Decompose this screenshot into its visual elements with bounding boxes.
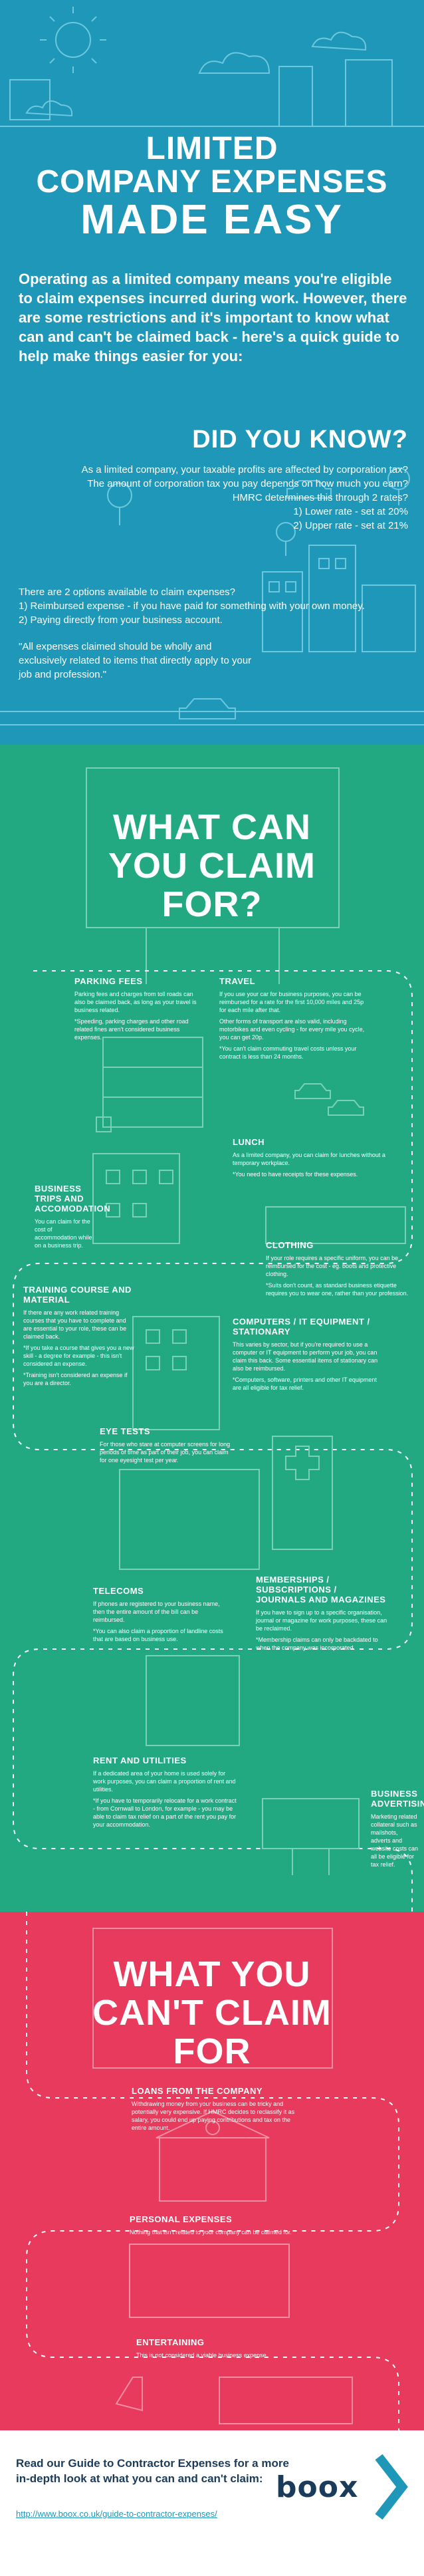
item-note: *You can also claim a proportion of land… <box>93 1628 223 1642</box>
item-title: LUNCH <box>233 1137 265 1147</box>
city-background-illustration <box>0 7 424 725</box>
dyk-line: HMRC determines this through 2 rates? <box>232 492 408 503</box>
item-body: If you use your car for business purpose… <box>219 991 364 1013</box>
item-personal-expenses: PERSONAL EXPENSES Nothing that isn't rel… <box>130 2214 309 2240</box>
item-body: If phones are registered to your busines… <box>93 1601 220 1623</box>
cant-claim-section: WHAT YOU CAN'T CLAIM FOR LOANS FROM THE … <box>0 1912 424 2430</box>
item-title: PARKING FEES <box>74 976 143 986</box>
item-note: Other forms of transport are also valid,… <box>219 1018 365 1041</box>
did-you-know-title: DID YOU KNOW? <box>192 426 408 453</box>
dyk-line: The amount of corporation tax you pay de… <box>87 478 408 489</box>
did-you-know-text: As a limited company, your taxable profi… <box>36 463 408 533</box>
option-line: There are 2 options available to claim e… <box>19 586 236 598</box>
boox-logo: boox <box>276 2470 359 2504</box>
item-clothing-text: CLOTHING If your role requires a specifi… <box>266 1240 409 1301</box>
intro-section: LIMITED COMPANY EXPENSES MADE EASY Opera… <box>0 0 424 745</box>
item-memberships: MEMBERSHIPS / SUBSCRIPTIONS / JOURNALS A… <box>256 1575 389 1655</box>
title-line-2: COMPANY EXPENSES <box>36 164 388 199</box>
item-body: If a dedicated area of your home is used… <box>93 1770 236 1793</box>
footer-text: Read our Guide to Contractor Expenses fo… <box>16 2457 289 2485</box>
item-title: EYE TESTS <box>100 1426 151 1436</box>
option-line: 2) Paying directly from your business ac… <box>19 614 223 626</box>
item-training: TRAINING COURSE AND MATERIAL If there ar… <box>23 1285 136 1390</box>
item-title: BUSINESS ADVERTISING <box>371 1789 424 1809</box>
can-claim-title-3: FOR? <box>161 884 263 924</box>
item-body: As a limited company, you can claim for … <box>233 1152 385 1166</box>
item-title: TRAVEL <box>219 976 256 986</box>
can-claim-section: WHAT CAN YOU CLAIM FOR? PARKING FEES Par… <box>0 745 424 1912</box>
item-parking-fees: PARKING FEES Parking fees and charges fr… <box>74 976 201 1045</box>
title-line-3: MADE EASY <box>80 197 344 243</box>
item-note: *Computers, software, printers and other… <box>233 1376 377 1391</box>
item-loans: LOANS FROM THE COMPANY Withdrawing money… <box>132 2086 298 2135</box>
item-business-trips: BUSINESS TRIPS AND ACCOMODATION You can … <box>35 1184 111 1253</box>
option-line: 1) Reimbursed expense - if you have paid… <box>19 600 365 612</box>
item-title: BUSINESS TRIPS AND ACCOMODATION <box>35 1184 111 1214</box>
can-claim-title-1: WHAT CAN <box>113 807 311 847</box>
item-title: PERSONAL EXPENSES <box>130 2214 233 2224</box>
title-line-1: LIMITED <box>146 131 278 166</box>
item-business-advertising: BUSINESS ADVERTISING Marketing related c… <box>371 1789 424 1872</box>
item-title: COMPUTERS / IT EQUIPMENT / STATIONARY <box>233 1317 370 1337</box>
item-telecoms: TELECOMS If phones are registered to you… <box>93 1586 229 1646</box>
item-body: This varies by sector, but if you're req… <box>233 1341 378 1372</box>
item-rent-utilities: RENT AND UTILITIES If a dedicated area o… <box>93 1755 239 1832</box>
item-title: MEMBERSHIPS / SUBSCRIPTIONS / JOURNALS A… <box>256 1575 386 1605</box>
cant-claim-title-1: WHAT YOU <box>113 1954 311 1994</box>
item-note: *You can't claim commuting travel costs … <box>219 1045 357 1060</box>
dyk-line: As a limited company, your taxable profi… <box>81 464 408 475</box>
chevron-right-icon <box>375 2454 408 2520</box>
item-body: Nothing that isn't related to your compa… <box>130 2229 292 2236</box>
item-body: Marketing related collateral such as mai… <box>371 1813 419 1868</box>
item-title: TRAINING COURSE AND MATERIAL <box>23 1285 132 1305</box>
cant-claim-title-3: FOR <box>173 2031 251 2071</box>
dyk-line: 1) Lower rate - set at 20% <box>293 506 408 517</box>
item-computers: COMPUTERS / IT EQUIPMENT / STATIONARY Th… <box>233 1317 385 1395</box>
can-claim-title-2: YOU CLAIM <box>108 846 316 886</box>
dyk-line: 2) Upper rate - set at 21% <box>293 520 408 531</box>
item-body: Parking fees and charges from toll roads… <box>74 991 197 1013</box>
item-note: *Training isn't considered an expense if… <box>23 1372 128 1386</box>
sun-icon <box>40 7 106 73</box>
road-illustration-red <box>26 1912 399 2430</box>
claim-options: There are 2 options available to claim e… <box>19 585 377 627</box>
item-travel: TRAVEL If you use your car for business … <box>219 976 372 1064</box>
item-title: CLOTHING <box>266 1240 314 1250</box>
item-body: For those who stare at computer screens … <box>100 1441 231 1464</box>
item-body: If your role requires a specific uniform… <box>266 1255 399 1277</box>
item-note: *You need to have receipts for these exp… <box>233 1171 358 1178</box>
item-entertaining: ENTERTAINING This is not considered a vi… <box>136 2337 302 2363</box>
item-note: *Membership claims can only be backdated… <box>256 1636 378 1651</box>
item-body: This is not considered a viable business… <box>136 2352 268 2359</box>
item-note: *Suits don't count, as standard business… <box>266 1282 409 1297</box>
item-note: *Speeding, parking charges and other roa… <box>74 1018 189 1041</box>
road-illustration <box>13 767 413 1912</box>
item-title: ENTERTAINING <box>136 2337 205 2347</box>
item-title: LOANS FROM THE COMPANY <box>132 2086 263 2096</box>
item-body: If there are any work related training c… <box>23 1309 127 1340</box>
cant-claim-title-2: CAN'T CLAIM <box>92 1993 332 2033</box>
item-note: *If you take a course that gives you a n… <box>23 1345 134 1367</box>
item-body: You can claim for the cost of accommodat… <box>35 1218 92 1249</box>
guide-link[interactable]: http://www.boox.co.uk/guide-to-contracto… <box>16 2509 217 2519</box>
item-eye-tests: EYE TESTS For those who stare at compute… <box>100 1426 233 1468</box>
item-title: RENT AND UTILITIES <box>93 1755 187 1765</box>
intro-paragraph: Operating as a limited company means you… <box>19 271 407 364</box>
item-lunch: LUNCH As a limited company, you can clai… <box>233 1137 405 1182</box>
item-body: If you have to sign up to a specific org… <box>256 1609 387 1632</box>
item-title: TELECOMS <box>93 1586 144 1596</box>
footer: Read our Guide to Contractor Expenses fo… <box>0 2430 424 2576</box>
expenses-quote: "All expenses claimed should be wholly a… <box>19 641 252 680</box>
item-note: *If you have to temporarily relocate for… <box>93 1797 237 1828</box>
item-body: Withdrawing money from your business can… <box>132 2101 295 2131</box>
